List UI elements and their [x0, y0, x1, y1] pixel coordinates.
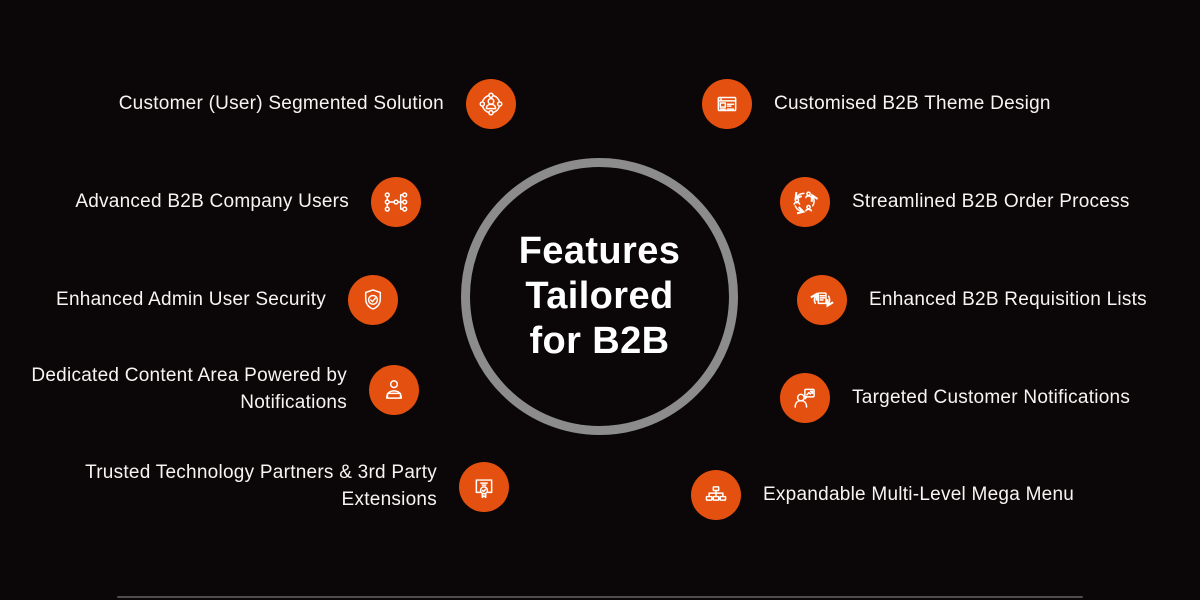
center-title-line1: Features: [518, 230, 681, 273]
feature-label: Targeted Customer Notifications: [852, 386, 1131, 408]
feature-label: Customer (User) Segmented Solution: [118, 92, 444, 114]
center-title-line2: Tailored: [525, 275, 674, 318]
feature-item-admin-security: Enhanced Admin User Security: [56, 275, 398, 325]
browser-theme-icon: [702, 79, 752, 129]
feature-item-content-area: Dedicated Content Area Powered by Notifi…: [27, 363, 419, 417]
feature-label: Customised B2B Theme Design: [774, 92, 1051, 114]
feature-label: Trusted Technology Partners & 3rd Party …: [85, 462, 437, 510]
feature-item-mega-menu: Expandable Multi-Level Mega Menu: [691, 470, 1074, 520]
feature-item-technology-partners: Trusted Technology Partners & 3rd Party …: [57, 460, 509, 514]
feature-label: Advanced B2B Company Users: [75, 190, 349, 212]
footer-divider: [117, 596, 1083, 598]
people-cycle-icon: [780, 177, 830, 227]
feature-item-requisition-lists: Enhanced B2B Requisition Lists: [797, 275, 1147, 325]
feature-label: Dedicated Content Area Powered by Notifi…: [31, 365, 347, 413]
center-title-line3: for B2B: [529, 319, 670, 362]
document-refresh-icon: [797, 275, 847, 325]
feature-item-segmented-solution: Customer (User) Segmented Solution: [119, 79, 516, 129]
certificate-icon: [459, 461, 509, 512]
person-content-icon: [369, 364, 419, 415]
feature-item-order-process: Streamlined B2B Order Process: [780, 177, 1130, 227]
feature-item-company-users: Advanced B2B Company Users: [75, 177, 421, 227]
feature-item-customer-notifications: Targeted Customer Notifications: [780, 373, 1130, 423]
segmented-user-icon: [466, 79, 516, 129]
feature-label: Enhanced B2B Requisition Lists: [869, 288, 1147, 310]
sitemap-icon: [691, 470, 741, 520]
shield-check-icon: [348, 275, 398, 325]
person-chart-icon: [780, 373, 830, 423]
feature-label: Streamlined B2B Order Process: [852, 190, 1130, 212]
feature-label: Enhanced Admin User Security: [56, 288, 326, 310]
center-title-circle: Features Tailored for B2B: [461, 158, 738, 435]
feature-item-theme-design: Customised B2B Theme Design: [702, 79, 1051, 129]
feature-label: Expandable Multi-Level Mega Menu: [763, 483, 1075, 505]
company-network-icon: [371, 177, 421, 227]
